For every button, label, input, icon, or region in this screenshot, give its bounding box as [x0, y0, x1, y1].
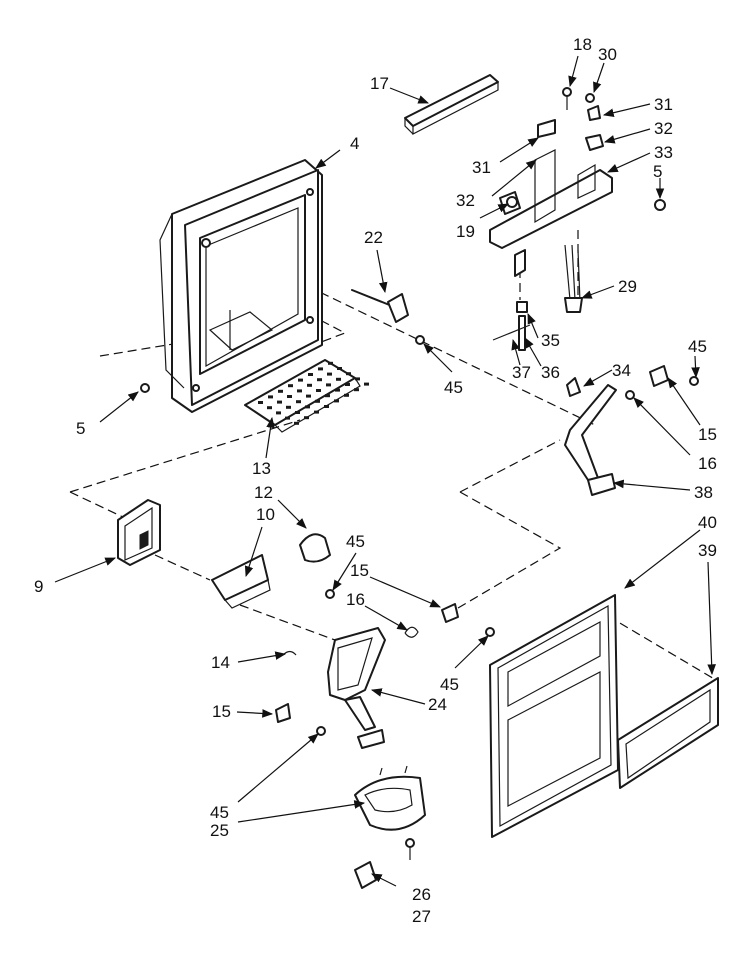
callout-15: 15 — [350, 561, 369, 580]
callout-39: 39 — [698, 541, 717, 560]
grille-slot — [354, 388, 359, 392]
callout-33: 33 — [654, 143, 673, 162]
callout-40: 40 — [698, 513, 717, 532]
callout-13: 13 — [252, 459, 271, 478]
callout-45: 45 — [444, 378, 463, 397]
grille-slot — [304, 416, 309, 420]
grille-slot — [267, 406, 272, 410]
grille-slot — [294, 421, 299, 425]
grille-slot — [324, 405, 329, 408]
grille-slot — [306, 394, 311, 398]
callout-36: 36 — [541, 363, 560, 382]
grille-slot — [286, 405, 291, 409]
callout-32: 32 — [456, 191, 475, 210]
top-trim — [404, 74, 499, 135]
callout-5: 5 — [76, 419, 85, 438]
grille-slot — [335, 388, 340, 392]
grille-slot — [295, 411, 300, 414]
callout-26: 26 — [412, 885, 431, 904]
grille-slot — [328, 361, 333, 365]
leader-lines — [54, 55, 716, 887]
mounting-bracket — [489, 87, 666, 277]
callout-4: 4 — [350, 134, 359, 153]
callout-12: 12 — [254, 483, 273, 502]
callout-45: 45 — [688, 337, 707, 356]
grille-slot — [287, 395, 292, 398]
callout-34: 34 — [612, 361, 631, 380]
grille-slot — [344, 393, 349, 397]
grille-slot — [327, 372, 332, 376]
callout-30: 30 — [598, 45, 617, 64]
callout-16: 16 — [698, 454, 717, 473]
callout-35: 35 — [541, 331, 560, 350]
callout-15: 15 — [212, 702, 231, 721]
small-panel — [617, 677, 719, 789]
grille-slot — [316, 389, 321, 392]
callout-45: 45 — [440, 675, 459, 694]
grille-slot — [297, 389, 302, 393]
grille-slot — [317, 378, 322, 382]
ice-cup — [354, 765, 426, 831]
grille-slot — [336, 377, 341, 381]
screw-and-clip — [354, 838, 415, 889]
callout-22: 22 — [364, 228, 383, 247]
callout-5: 5 — [653, 162, 662, 181]
callout-24: 24 — [428, 695, 447, 714]
grille-slot — [305, 405, 310, 409]
callout-14: 14 — [211, 653, 230, 672]
ice-paddle — [275, 603, 495, 749]
grille-slot — [268, 395, 273, 399]
grille-slot — [285, 416, 290, 420]
grille-slot — [298, 378, 303, 382]
callout-31: 31 — [472, 158, 491, 177]
callout-38: 38 — [694, 483, 713, 502]
ice-chute-door — [117, 499, 161, 566]
grille-slot — [315, 399, 320, 403]
grille-slot — [325, 394, 330, 398]
grille-slot — [277, 400, 282, 404]
grille-slot — [318, 367, 323, 371]
grille-slot — [276, 411, 281, 415]
callout-19: 19 — [456, 222, 475, 241]
callout-9: 9 — [34, 577, 43, 596]
front-panel — [489, 594, 619, 838]
grille-slot — [337, 367, 342, 370]
grille-slot — [278, 389, 283, 393]
door-bracket — [211, 533, 335, 609]
callout-10: 10 — [256, 505, 275, 524]
callout-37: 37 — [512, 363, 531, 382]
callout-45: 45 — [346, 532, 365, 551]
actuator-rod — [351, 289, 425, 345]
grille-slot — [345, 383, 350, 386]
grille-slot — [307, 383, 312, 387]
callout-labels: 4 5 5 9 10 12 13 14 15 15 15 16 16 17 18… — [34, 35, 717, 926]
callout-29: 29 — [618, 277, 637, 296]
callout-18: 18 — [573, 35, 592, 54]
grille-slot — [346, 372, 351, 376]
callout-17: 17 — [370, 74, 389, 93]
grille-slot — [288, 384, 293, 388]
drip-tray-grille — [244, 359, 369, 433]
grille-slot — [326, 383, 331, 387]
grille-slot — [314, 410, 319, 414]
callout-27: 27 — [412, 907, 431, 926]
grille-slot — [355, 377, 360, 381]
callout-16: 16 — [346, 590, 365, 609]
grille-slot — [364, 382, 369, 386]
dispenser-housing — [159, 159, 323, 413]
water-lever — [564, 365, 699, 496]
actuator-parts — [492, 244, 583, 397]
assembly-lines — [69, 230, 717, 681]
callout-15: 15 — [698, 425, 717, 444]
grille-slot — [296, 400, 301, 404]
callout-25: 25 — [210, 821, 229, 840]
grille-slot — [258, 401, 263, 404]
screws — [140, 383, 150, 393]
callout-32: 32 — [654, 119, 673, 138]
callout-45: 45 — [210, 803, 229, 822]
callout-31: 31 — [654, 95, 673, 114]
grille-slot — [308, 373, 313, 376]
grille-slot — [334, 399, 339, 403]
